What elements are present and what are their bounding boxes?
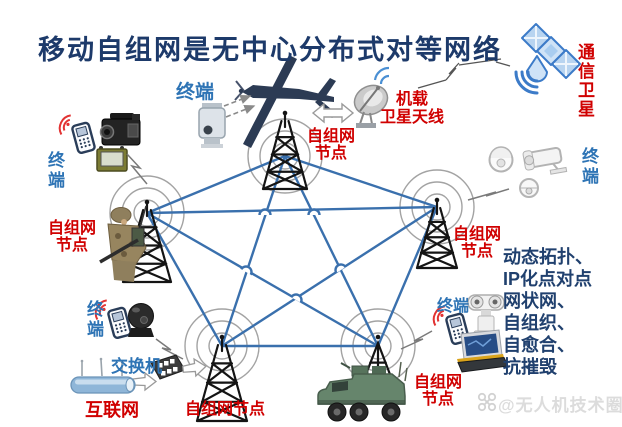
black-dome-camera-icon — [128, 303, 154, 337]
mesh-link — [146, 154, 286, 215]
terminal-label-bottom-right: 终端 — [437, 298, 470, 315]
watermark-text: @无人机技术圈 — [498, 396, 622, 415]
airborne-antenna-label-line2: 卫星天线 — [379, 109, 444, 126]
link-crossover-bump — [240, 265, 253, 276]
feature-line: 自组织、 — [503, 313, 575, 333]
node-label-line: 自组网 — [47, 220, 96, 237]
mesh-link — [146, 205, 438, 215]
ptz-camera-top-icon — [198, 103, 226, 148]
radio-tower-icon — [195, 334, 249, 423]
node-label-line: 自组网节点 — [184, 401, 265, 418]
tower-antenna-tip — [434, 197, 440, 203]
node-label-line: 节点 — [314, 145, 347, 162]
field-radio-icon — [96, 146, 128, 172]
mini-dome-camera-icon — [519, 178, 539, 198]
uav-drone-icon — [234, 55, 337, 148]
link-crossover-bump — [258, 208, 272, 216]
node-label-node-vehicle: 自组网节点 — [411, 374, 465, 408]
mesh-link — [220, 155, 287, 347]
dashed-arrows-camera-to-drone — [223, 94, 256, 118]
switch-label: 交换机 — [111, 357, 162, 376]
feature-line: 抗摧毁 — [503, 357, 557, 377]
rf-link-satellite — [417, 58, 502, 89]
mesh-link — [146, 211, 379, 348]
terminal-label-top: 终端 — [176, 82, 215, 103]
node-label-line: 节点 — [55, 237, 88, 254]
feature-line: IP化点对点 — [503, 269, 593, 289]
feature-line: 自愈合、 — [503, 335, 575, 355]
double-arrow-icon — [311, 102, 355, 124]
arrow-switch-to-node — [182, 357, 207, 378]
mesh-link — [284, 154, 438, 209]
link-crossover-bump — [334, 263, 347, 274]
rugged-laptop-icon — [457, 329, 509, 373]
tower-antenna-tip — [219, 334, 225, 340]
node-label-node-top: 自组网节点 — [302, 128, 360, 162]
node-label-node-bottom-left: 自组网节点 — [180, 401, 270, 418]
rf-bolt-right — [467, 188, 510, 201]
dome-camera-icon — [488, 146, 514, 173]
terminal-label-bottom-left: 终端 — [84, 300, 103, 340]
link-crossover-bump — [290, 293, 303, 304]
armored-vehicle-icon — [317, 361, 408, 422]
internet-router-icon — [70, 357, 136, 394]
radio-tower-icon — [261, 110, 309, 191]
features-list: 动态拓扑、 IP化点对点 网状网、 自组织、 自愈合、 抗摧毁 — [503, 246, 593, 378]
bullet-camera-icon — [522, 146, 568, 175]
satellite-dish-icon — [353, 66, 390, 128]
node-label-node-right: 自组网节点 — [450, 226, 504, 260]
feature-line: 网状网、 — [503, 291, 575, 311]
tower-antenna-tip — [282, 110, 288, 116]
airborne-antenna-label-line1: 机载 — [395, 91, 428, 108]
satellite-label: 通信卫星 — [575, 43, 594, 119]
page-title: 移动自组网是无中心分布式对等网络 — [38, 35, 502, 65]
communication-satellite-icon — [495, 23, 581, 95]
tower-antenna-tip — [375, 334, 381, 340]
soldier-icon — [99, 205, 147, 282]
node-label-line: 节点 — [460, 243, 493, 260]
white-ptz-camera-icon — [467, 294, 505, 337]
rf-bolt-left — [126, 153, 148, 185]
rf-bolt-vehicle — [400, 330, 433, 350]
mesh-link — [221, 205, 438, 348]
rf-bolt-bottom-left — [155, 338, 184, 360]
node-label-line: 节点 — [421, 391, 454, 408]
terminal-label-right: 终端 — [579, 147, 598, 187]
switch-icon — [150, 354, 186, 380]
terminal-label-left: 终端 — [45, 151, 64, 191]
airborne-antenna-label: 机载 卫星天线 — [377, 91, 447, 127]
tower-antenna-tip — [144, 199, 150, 205]
link-crossover-bump — [307, 208, 321, 216]
node-label-line: 自组网 — [452, 226, 501, 243]
node-label-line: 自组网 — [306, 128, 355, 145]
mesh-link — [145, 212, 224, 347]
feature-line: 动态拓扑、 — [503, 247, 593, 267]
node-label-node-left: 自组网节点 — [44, 220, 100, 254]
phone-terminal-left-icon — [55, 110, 97, 158]
internet-label: 互联网 — [85, 400, 139, 420]
radio-tower-icon — [415, 197, 459, 270]
signal-rings-icon — [259, 130, 311, 182]
watermark-logo-icon — [477, 392, 497, 412]
node-label-line: 自组网 — [413, 374, 462, 391]
mesh-link — [283, 155, 380, 347]
camcorder-icon — [99, 113, 141, 146]
